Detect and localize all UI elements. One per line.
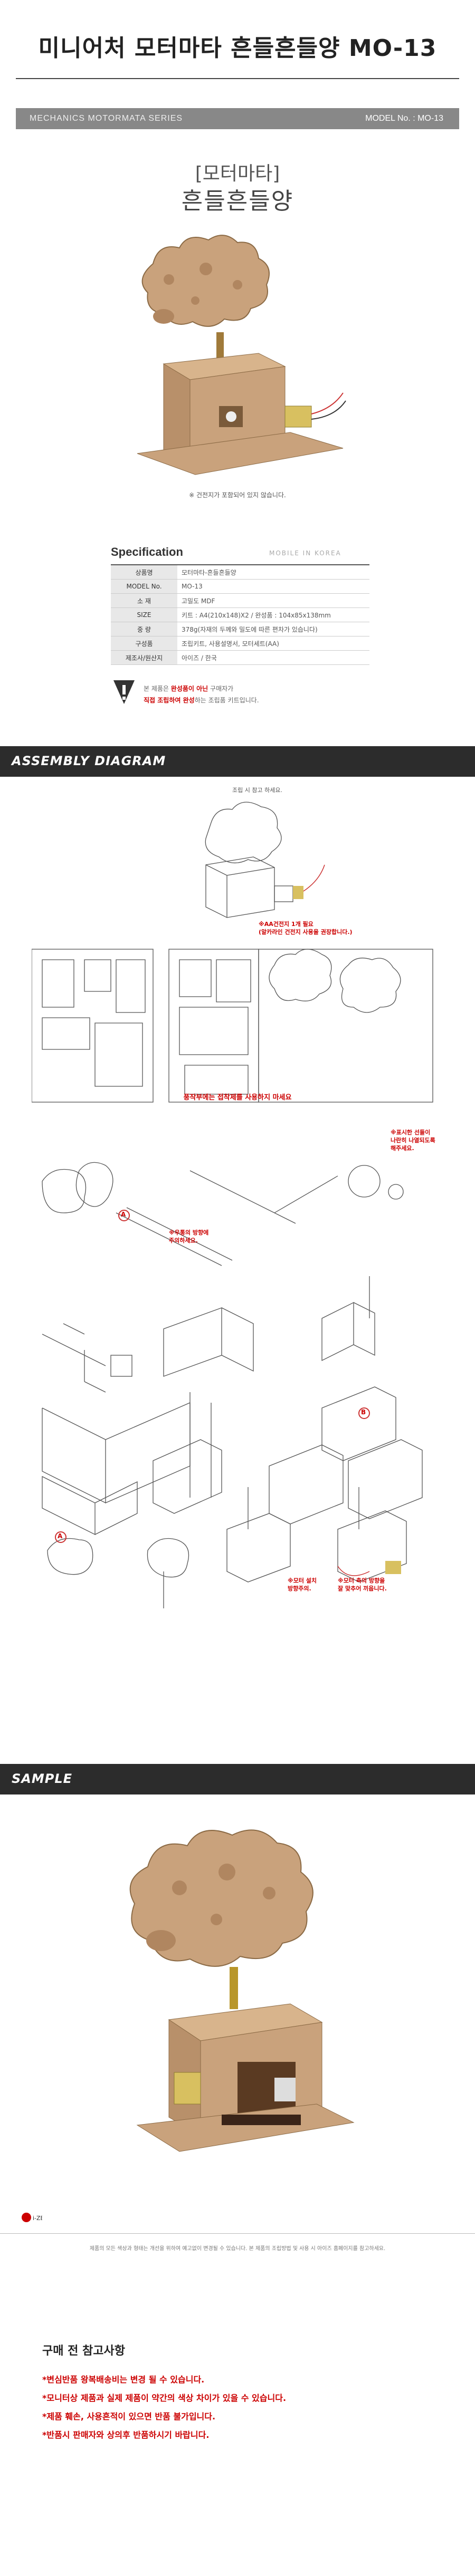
gear-note-line: ※표시한 선들이 bbox=[391, 1129, 431, 1136]
assembly-section-bar: ASSEMBLY DIAGRAM bbox=[0, 746, 475, 777]
sheep-figure bbox=[129, 1829, 314, 1967]
battery-note-line: (알카라인 건전지 사용을 권장합니다.) bbox=[259, 929, 353, 935]
warning-icon bbox=[113, 680, 135, 704]
sheep-figure bbox=[141, 235, 270, 327]
product-photo bbox=[137, 235, 346, 475]
motor-axis-note: ※모터 축의 방향을 잘 맞추어 끼웁니다. bbox=[338, 1577, 387, 1593]
series-name: MECHANICS MOTORMATA SERIES bbox=[30, 114, 183, 123]
warning-text-red: 완성품이 아닌 bbox=[170, 685, 208, 692]
spec-key: 중 량 bbox=[111, 622, 177, 636]
gear-note-line: 해주세요. bbox=[391, 1145, 414, 1152]
photo-caption: ※ 건전지가 포함되어 있지 않습니다. bbox=[189, 491, 286, 499]
spec-title: Specification bbox=[111, 545, 183, 558]
glue-warning: 풍작부에는 접착제를 사용하지 마세요 bbox=[183, 1094, 292, 1102]
gear-note: ※표시한 선들이 나란히 나열되도록 해주세요. bbox=[391, 1128, 435, 1152]
assembly-note: 조립 시 참고 하세요. bbox=[232, 787, 282, 794]
spec-key: 소 재 bbox=[111, 593, 177, 608]
motor-note: ※모터 설치 방향주의. bbox=[288, 1577, 317, 1593]
spec-value: 모터마타-흔들흔들양 bbox=[177, 564, 369, 580]
battery-note: ※AA건전지 1개 필요 (알카라인 건전지 사용을 권장합니다.) bbox=[259, 920, 353, 936]
title-divider bbox=[16, 78, 459, 79]
footer-note: 제품의 모든 색상과 형태는 개선을 위하여 예고없이 변경될 수 있습니다. … bbox=[89, 2246, 386, 2252]
spec-value: 키트 : A4(210x148)X2 / 완성품 : 104x85x138mm bbox=[177, 607, 369, 622]
shaft bbox=[216, 332, 224, 361]
section-label: ASSEMBLY DIAGRAM bbox=[12, 754, 166, 768]
sample-photo bbox=[129, 1829, 355, 2152]
list-item: *모니터상 제품과 실제 제품이 약간의 색상 차이가 있을 수 있습니다. bbox=[42, 2393, 287, 2403]
warning-text: 하는 조립품 키트입니다. bbox=[194, 697, 259, 704]
spec-value: 378g(자재의 두께와 밀도에 따른 편차가 있습니다) bbox=[177, 622, 369, 636]
warning-text: 구매자가 bbox=[208, 685, 234, 692]
section-label: SAMPLE bbox=[12, 1771, 73, 1786]
base-plate bbox=[137, 432, 344, 475]
spec-key: 구성품 bbox=[111, 636, 177, 651]
list-item: *반품시 판매자와 상의후 반품하시기 바랍니다. bbox=[42, 2430, 210, 2440]
marker-b: B bbox=[361, 1408, 366, 1416]
motor bbox=[174, 2072, 201, 2105]
shaft bbox=[230, 1967, 238, 2009]
marker-a: A bbox=[121, 1211, 126, 1218]
series-bar: MECHANICS MOTORMATA SERIES MODEL No. : M… bbox=[16, 108, 459, 129]
page-title: 미니어처 모터마타 흔들흔들양 MO-13 bbox=[38, 35, 437, 62]
spec-key: MODEL No. bbox=[111, 579, 177, 594]
motor-axis-note-line: 잘 맞추어 끼웁니다. bbox=[338, 1585, 387, 1592]
motor-axis-note-line: ※모터 축의 방향을 bbox=[338, 1577, 385, 1584]
notice-title: 구매 전 참고사항 bbox=[42, 2345, 125, 2358]
product-name: 흔들흔들양 bbox=[181, 188, 294, 215]
product-category: [모터마타] bbox=[195, 163, 280, 185]
spec-value: 조립키트, 사용설명서, 모터세트(AA) bbox=[177, 636, 369, 651]
brand-logo: i-ZE bbox=[21, 2210, 44, 2225]
table-row: MODEL No.MO-13 bbox=[111, 579, 369, 594]
assembly-diagram bbox=[32, 802, 433, 1608]
spec-subtitle: MOBILE IN KOREA bbox=[269, 549, 341, 557]
spec-key: 제조사/원산지 bbox=[111, 650, 177, 665]
spec-key: 상품명 bbox=[111, 564, 177, 580]
motor-note-line: 방향주의. bbox=[288, 1585, 311, 1592]
axle-note: ※우통의 방향에 주의하세요. bbox=[169, 1229, 209, 1244]
warning-text: 본 제품은 bbox=[144, 685, 171, 692]
motor bbox=[284, 392, 346, 428]
assembly-warning: 본 제품은 완성품이 아닌 구매자가 직접 조립하여 완성하는 조립품 키트입니… bbox=[111, 678, 385, 709]
warning-text-red: 직접 조립하여 완성 bbox=[144, 697, 195, 704]
spec-key: SIZE bbox=[111, 607, 177, 622]
gear-note-line: 나란히 나열되도록 bbox=[391, 1137, 435, 1144]
notice-list: *변심반품 왕복배송비는 변경 될 수 있습니다. *모니터상 제품과 실제 제… bbox=[42, 2370, 286, 2444]
spec-value: 아이즈 / 한국 bbox=[177, 650, 369, 665]
battery-note-line: ※AA건전지 1개 필요 bbox=[259, 921, 314, 928]
spec-value: 고밀도 MDF bbox=[177, 593, 369, 608]
footer-divider bbox=[0, 2233, 475, 2234]
model-number: MODEL No. : MO-13 bbox=[365, 114, 443, 123]
list-item: *변심반품 왕복배송비는 변경 될 수 있습니다. bbox=[42, 2375, 205, 2385]
brand-logo-text: i-ZE bbox=[33, 2215, 42, 2222]
marker-a-2: A bbox=[58, 1532, 63, 1540]
sample-section-bar: SAMPLE bbox=[0, 1764, 475, 1794]
list-item: *제품 훼손, 사용흔적이 있으면 반품 불가입니다. bbox=[42, 2411, 216, 2421]
spec-value: MO-13 bbox=[177, 579, 369, 594]
motor-note-line: ※모터 설치 bbox=[288, 1577, 317, 1584]
